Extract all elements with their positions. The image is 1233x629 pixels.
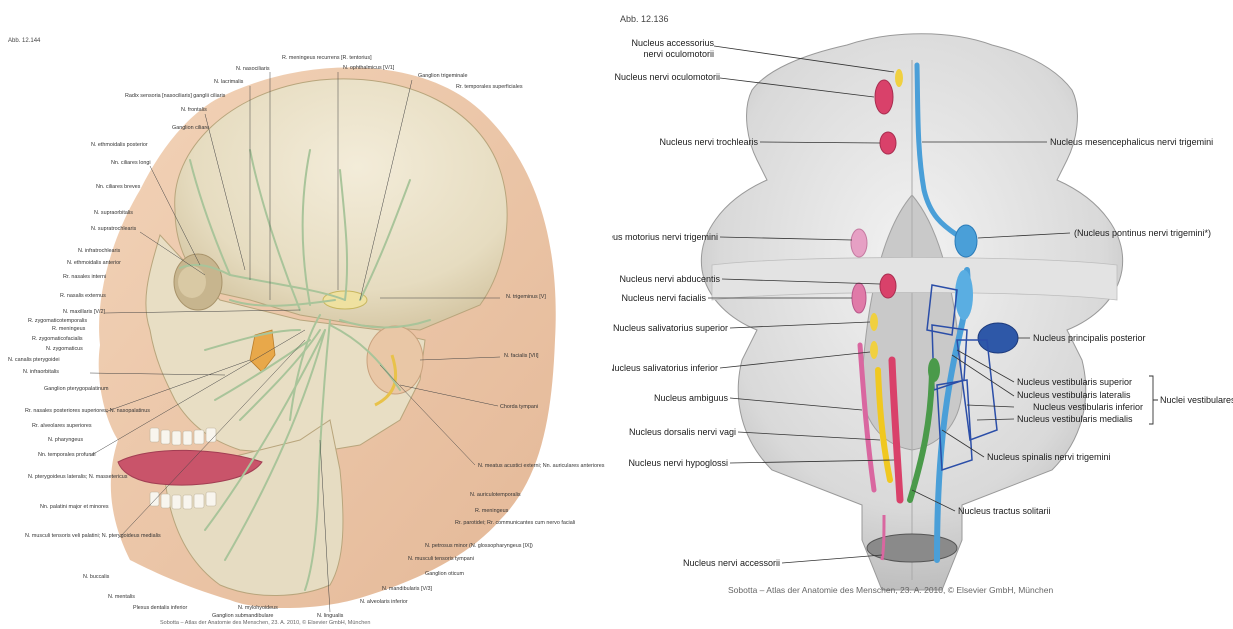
- label-l21: R. zygomaticofacialis: [32, 336, 83, 342]
- label-l25: Ganglion pterygopalatinum: [44, 386, 109, 392]
- label-l12: N. supraorbitalis: [94, 210, 133, 216]
- label-mesencephalicus: Nucleus mesencephalicus nervi trigemini: [1050, 137, 1213, 147]
- label-accessorius-oculomotorii-2: nervi oculomotorii: [643, 49, 714, 59]
- label-l5: N. lacrimalis: [214, 79, 244, 85]
- label-l3: Ganglion trigeminale: [418, 73, 467, 79]
- label-l10: Nn. ciliares longi: [111, 160, 151, 166]
- left-leader-lines: [90, 72, 500, 612]
- label-l11: Nn. ciliares breves: [96, 184, 141, 190]
- label-facialis: Nucleus nervi facialis: [621, 293, 706, 303]
- label-l45: R. meningeus: [475, 508, 509, 514]
- label-l1: N. nasociliaris: [236, 66, 270, 72]
- label-tractus-solitarii: Nucleus tractus solitarii: [958, 506, 1051, 516]
- label-trochlearis: Nucleus nervi trochlearis: [659, 137, 758, 147]
- label-l27: Rr. alveolares superiores: [32, 423, 92, 429]
- label-l42: N. musculi tensoris tympani: [408, 556, 474, 562]
- label-l37: N. mylohyoideus: [238, 605, 278, 611]
- left-figure: Abb. 12.144: [0, 0, 612, 629]
- label-spinalis: Nucleus spinalis nervi trigemini: [987, 452, 1111, 462]
- label-l31: Nn. palatini major et minores: [40, 504, 109, 510]
- label-l44: Rr. parotidei; Rr. communicantes cum ner…: [455, 520, 575, 526]
- label-accessorius-oculomotorii-1: Nucleus accessorius: [631, 38, 714, 48]
- label-l20: R. meningeus: [52, 326, 86, 332]
- label-ambiguus: Nucleus ambiguus: [654, 393, 729, 403]
- label-pontinus: (Nucleus pontinus nervi trigemini*): [1074, 228, 1211, 238]
- label-l34: N. mentalis: [108, 594, 135, 600]
- label-l47: N. meatus acustici externi; Nn. auricula…: [478, 463, 605, 469]
- label-l19: R. zygomaticotemporalis: [28, 318, 87, 324]
- label-salivatorius-superior: Nucleus salivatorius superior: [613, 323, 728, 333]
- label-l30: N. pterygoideus lateralis; N. masseteric…: [28, 474, 128, 480]
- label-l8: Ganglion ciliare: [172, 125, 209, 131]
- label-l36: Ganglion submandibulare: [212, 613, 273, 619]
- right-labels: Nucleus accessorius nervi oculomotorii N…: [612, 0, 1233, 629]
- label-l24: N. infraorbitalis: [23, 369, 59, 375]
- label-l33: N. buccalis: [83, 574, 110, 580]
- label-l18: N. maxillaris [V/2]: [63, 309, 105, 315]
- label-abducentis: Nucleus nervi abducentis: [619, 274, 720, 284]
- label-vestibularis-lateralis: Nucleus vestibularis lateralis: [1017, 390, 1131, 400]
- label-vestibularis-superior: Nucleus vestibularis superior: [1017, 377, 1132, 387]
- label-l13: N. supratrochlearis: [91, 226, 137, 232]
- label-l48: Chorda tympani: [500, 404, 538, 410]
- label-l22: N. zygomaticus: [46, 346, 83, 352]
- label-l32: N. musculi tensoris veli palatini; N. pt…: [25, 533, 161, 539]
- label-l15: N. ethmoidalis anterior: [67, 260, 121, 266]
- label-l9: N. ethmoidalis posterior: [91, 142, 148, 148]
- left-labels: R. meningeus recurrens [R. tentorius] N.…: [0, 0, 612, 629]
- label-l6: Radix sensoria [nasociliaris] ganglii ci…: [125, 93, 226, 99]
- label-l41: Ganglion oticum: [425, 571, 464, 577]
- right-credit: Sobotta – Atlas der Anatomie des Mensche…: [728, 585, 1053, 595]
- label-l16: Rr. nasales interni: [63, 274, 106, 280]
- label-motorius: Nucleus motorius nervi trigemini: [612, 232, 718, 242]
- label-l39: N. alveolaris inferior: [360, 599, 408, 605]
- label-l46: N. auriculotemporalis: [470, 492, 521, 498]
- label-l40: N. mandibularis [V/3]: [382, 586, 433, 592]
- left-credit: Sobotta – Atlas der Anatomie des Mensche…: [160, 620, 370, 626]
- label-l50: N. trigeminus [V]: [506, 294, 546, 300]
- label-salivatorius-inferior: Nucleus salivatorius inferior: [612, 363, 718, 373]
- label-vestibularis-medialis: Nucleus vestibularis medialis: [1017, 414, 1133, 424]
- label-l49: N. facialis [VII]: [504, 353, 539, 359]
- label-l23: N. canalis pterygoidei: [8, 357, 60, 363]
- label-nuclei-vestibulares: Nuclei vestibulares: [1160, 395, 1233, 405]
- label-principalis-posterior: Nucleus principalis posterior: [1033, 333, 1146, 343]
- label-l7: N. frontalis: [181, 107, 207, 113]
- label-dorsalis-vagi: Nucleus dorsalis nervi vagi: [629, 427, 736, 437]
- label-l0: R. meningeus recurrens [R. tentorius]: [282, 55, 372, 61]
- label-l17: R. nasalis externus: [60, 293, 106, 299]
- label-vestibularis-inferior: Nucleus vestibularis inferior: [1033, 402, 1143, 412]
- label-l29: Nn. temporales profundi: [38, 452, 96, 458]
- label-hypoglossi: Nucleus nervi hypoglossi: [628, 458, 728, 468]
- label-accessorii: Nucleus nervi accessorii: [683, 558, 780, 568]
- label-l43: N. petrosus minor (N. glossopharyngeus […: [425, 543, 533, 549]
- label-oculomotorii: Nucleus nervi oculomotorii: [614, 72, 720, 82]
- label-l14: N. infratrochlearis: [78, 248, 121, 254]
- label-l26: Rr. nasales posteriores superiores; N. n…: [25, 408, 150, 414]
- label-l2: N. ophthalmicus [V/1]: [343, 65, 395, 71]
- label-l35: Plexus dentalis inferior: [133, 605, 187, 611]
- label-l4: Rr. temporales superficiales: [456, 84, 523, 90]
- label-l38: N. lingualis: [317, 613, 344, 619]
- label-l28: N. pharyngeus: [48, 437, 83, 443]
- right-figure: Abb. 12.136: [612, 0, 1233, 629]
